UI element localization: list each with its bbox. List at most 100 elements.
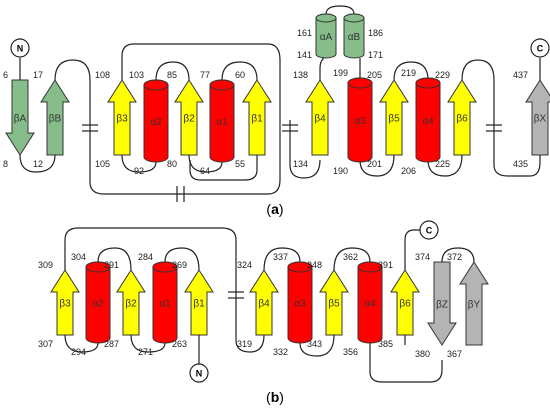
residue-end: 77 [200, 70, 210, 80]
b-a1-helix: α1 271 284 [138, 252, 178, 357]
residue-end: 229 [435, 70, 450, 80]
helix-cap [85, 261, 111, 273]
residue-start: 80 [167, 159, 177, 169]
residue-end: 372 [447, 252, 462, 262]
residue-end: 219 [401, 68, 416, 78]
element-label: β5 [388, 114, 400, 125]
panel-a-caption: (a) [266, 201, 283, 217]
terminus-label: N [17, 44, 24, 54]
residue-start: 435 [513, 159, 528, 169]
loop-bA-bB [19, 154, 56, 173]
loop-bZ-bY-b [441, 247, 475, 263]
strand-arrow [174, 79, 204, 156]
strand-arrow [5, 79, 35, 156]
residue-start: 385 [378, 339, 393, 349]
element-label: β3 [116, 114, 128, 125]
element-label: α1 [216, 117, 228, 128]
residue-start: 287 [104, 339, 119, 349]
strand-arrow [390, 269, 420, 336]
residue-start: 356 [343, 347, 358, 357]
residue-end: 85 [167, 70, 177, 80]
helix-cap [357, 261, 383, 273]
residue-start: 171 [368, 50, 383, 60]
strand-arrow [319, 269, 349, 336]
element-label: α1 [159, 299, 171, 310]
loop-b5-a4 [393, 61, 429, 81]
a-bX-strand: βX 435 437 [513, 70, 550, 169]
panel-b-connectors [64, 227, 475, 383]
residue-start: 105 [95, 159, 110, 169]
strand-arrow [242, 79, 272, 156]
residue-start: 92 [134, 166, 144, 176]
strand-arrow [249, 269, 279, 336]
secondary-structure-elements: βA68βB1217β3105108α292103β28085α16477β15… [3, 13, 550, 359]
residue-end: 437 [513, 70, 528, 80]
strand-arrow [107, 79, 137, 156]
element-label: βX [534, 114, 547, 125]
element-label: β4 [258, 299, 270, 310]
residue-start: 225 [435, 159, 450, 169]
loop-a3-b5 [359, 154, 395, 177]
loop-a1-b1 [221, 61, 258, 81]
panel-a-connectors [19, 5, 541, 202]
helix-cap [143, 79, 169, 91]
helix-cap [343, 13, 365, 23]
loop-a4-b6 [427, 154, 463, 177]
panel-b-caption: (b) [266, 389, 284, 405]
residue-end: 284 [138, 252, 153, 262]
residue-end: 337 [273, 252, 288, 262]
loop-b3-a2 [121, 154, 157, 173]
element-label: β6 [456, 114, 468, 125]
strand-arrow [50, 269, 80, 336]
element-label: βB [49, 114, 62, 125]
residue-end: 348 [307, 260, 322, 270]
helix-cap [347, 77, 373, 89]
residue-end: 205 [367, 70, 382, 80]
loop-a3-b5-b [299, 334, 335, 357]
loop-b3-a2-b [64, 334, 99, 353]
element-label: α3 [294, 299, 306, 310]
helix-cap [152, 261, 178, 273]
residue-start: 64 [200, 166, 210, 176]
a-b2-strand: β2 80 85 [167, 70, 204, 169]
helix-cap [209, 79, 235, 91]
residue-start: 271 [138, 347, 153, 357]
residue-start: 294 [71, 347, 86, 357]
strand-arrow [459, 261, 489, 346]
strand-arrow [427, 261, 457, 346]
loop-a2-b2-b [97, 247, 132, 271]
residue-start: 12 [33, 159, 43, 169]
element-label: β2 [183, 114, 195, 125]
residue-start: 134 [293, 159, 308, 169]
terminus-label: C [426, 226, 433, 236]
residue-end: 108 [95, 70, 110, 80]
residue-end: 309 [38, 260, 53, 270]
loop-b6-bX [461, 59, 541, 177]
strand-arrow [379, 79, 409, 156]
residue-end: 138 [293, 70, 308, 80]
a-a1-helix: α1 64 77 [200, 70, 235, 176]
loop-a1-b1-b [164, 247, 200, 271]
element-label: α4 [422, 116, 434, 127]
loop-b4-aA [319, 55, 327, 80]
residue-end: 161 [297, 28, 312, 38]
element-label: βZ [436, 300, 448, 311]
loop-b6-C-b [404, 229, 420, 270]
residue-end: 103 [129, 70, 144, 80]
residue-start: 367 [447, 349, 462, 359]
element-label: βA [14, 114, 27, 125]
